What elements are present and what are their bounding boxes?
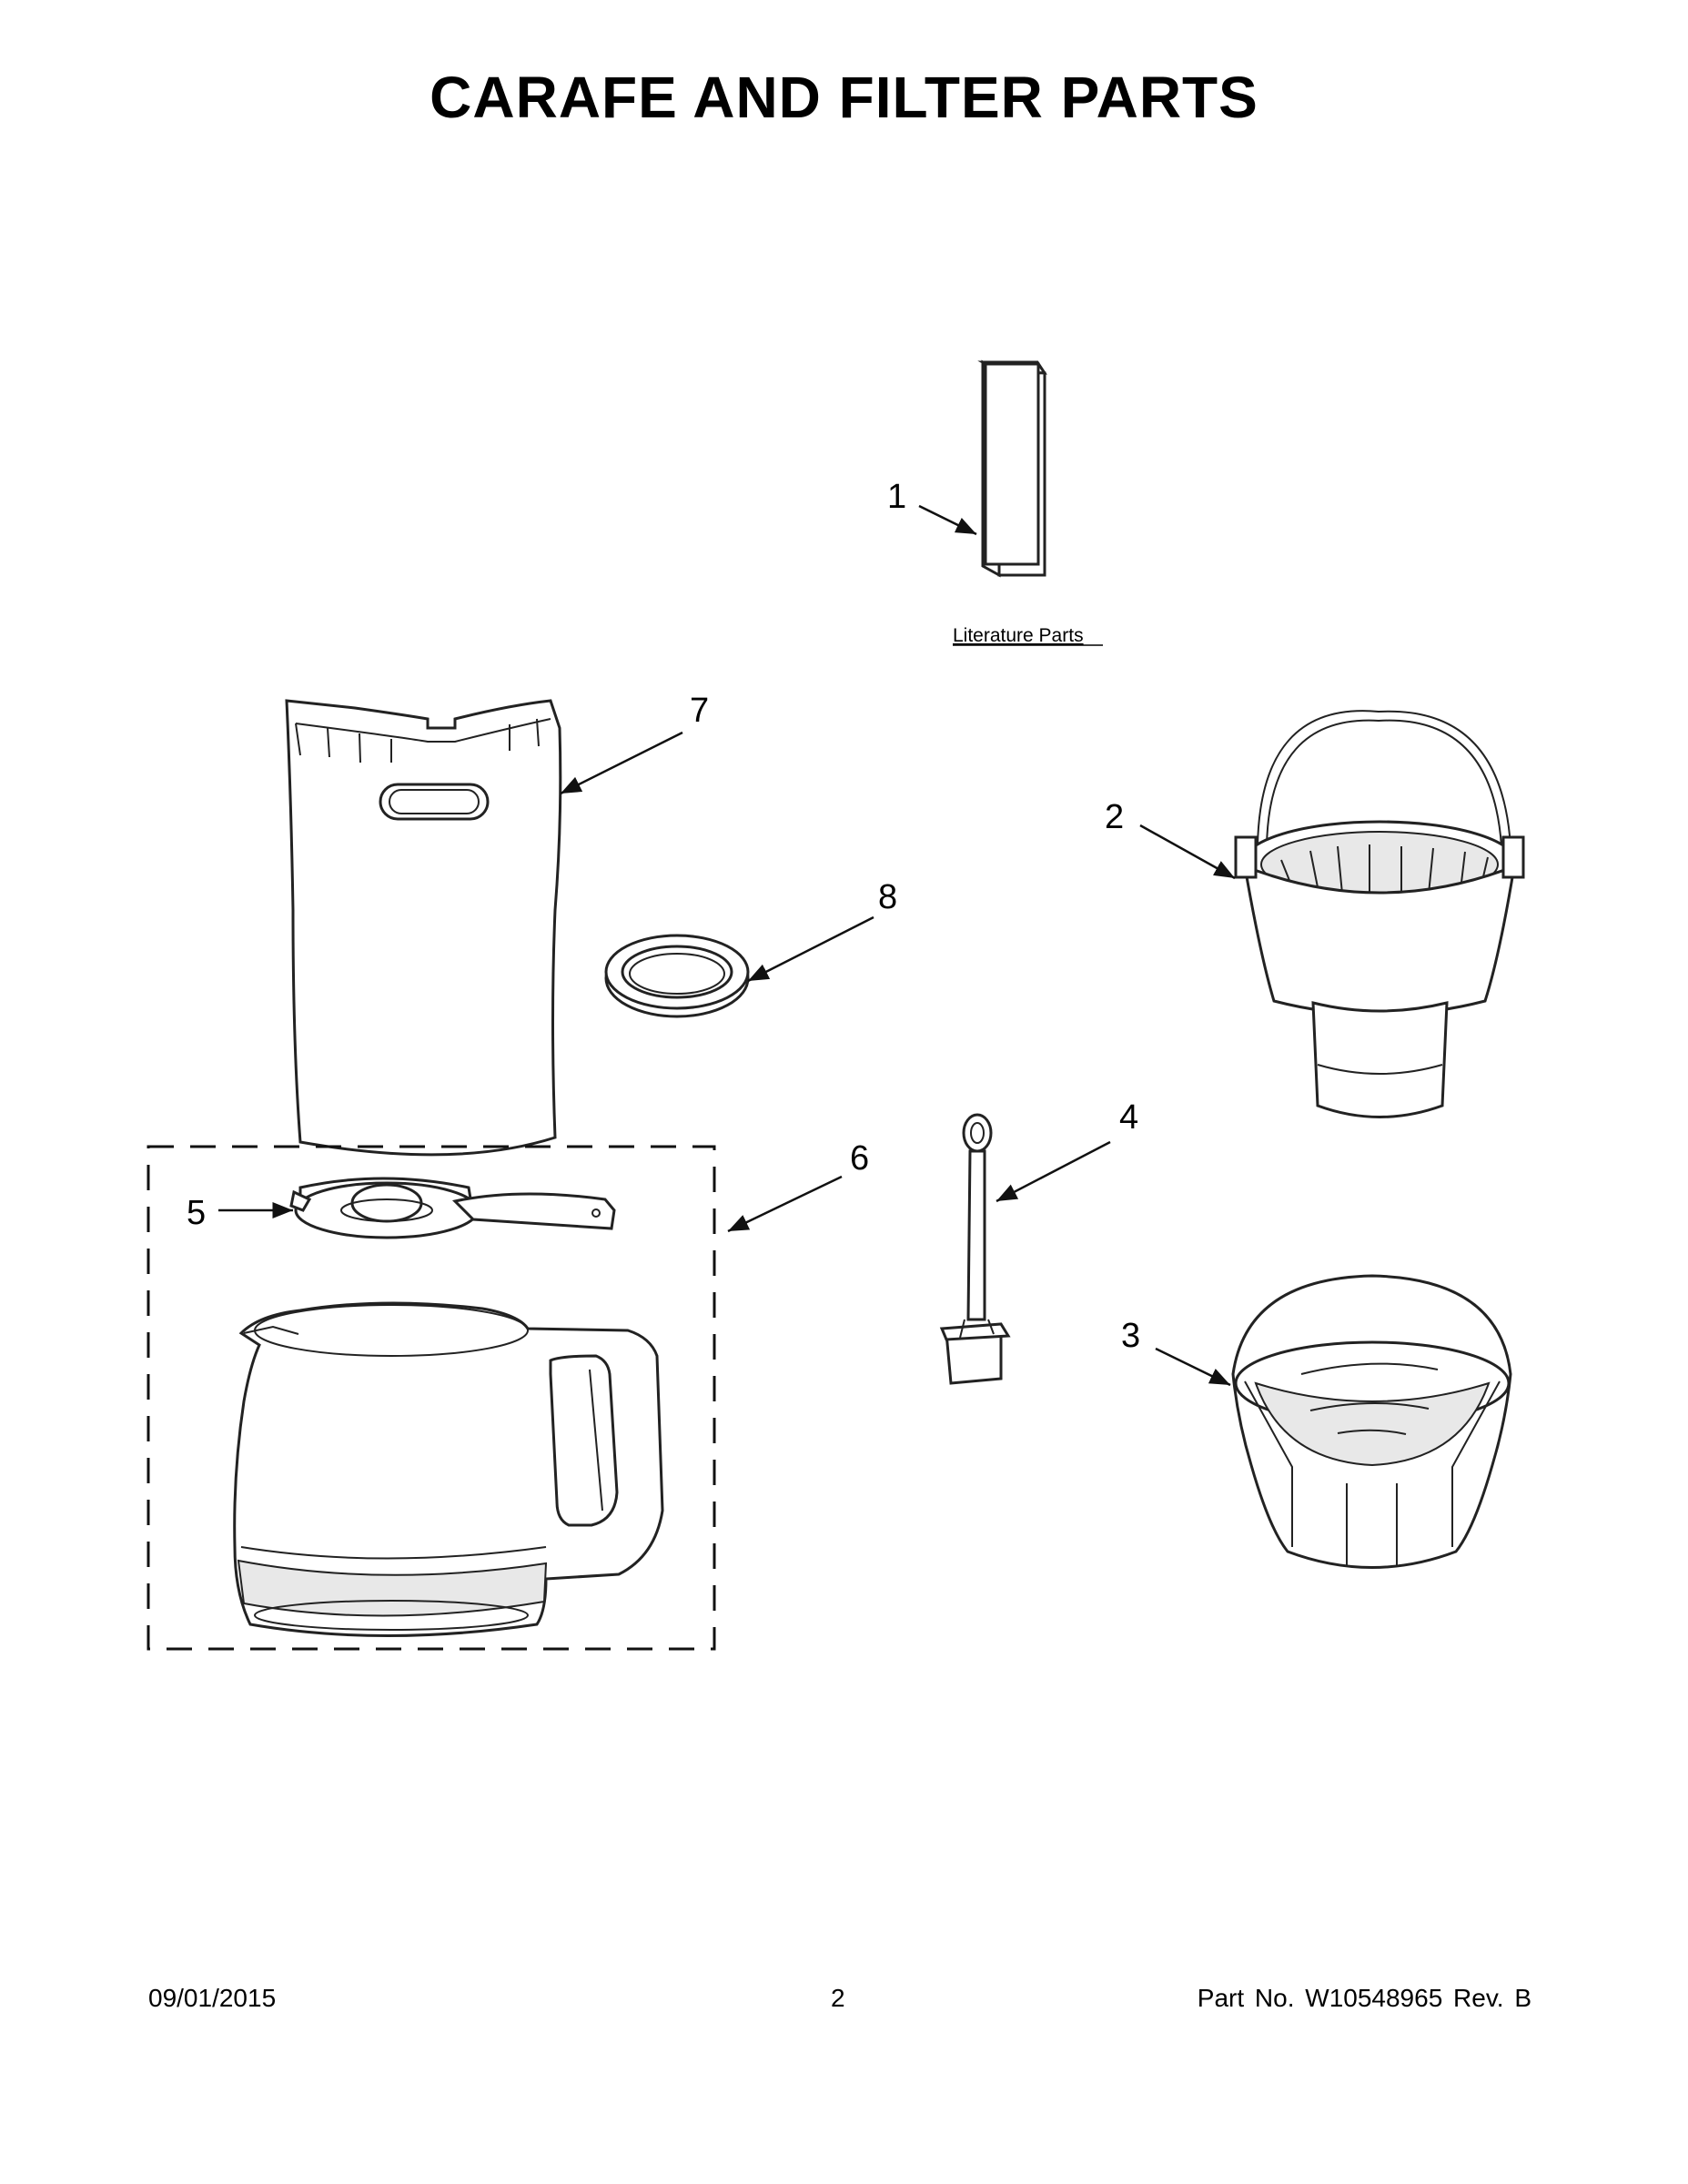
callout-4: 4 (1119, 1098, 1138, 1137)
seal-ring-icon[interactable] (604, 934, 750, 1018)
footer-date: 09/01/2015 (148, 1984, 277, 2012)
callout-8: 8 (878, 878, 897, 916)
footer-page-number: 2 (831, 1984, 845, 2012)
callout-7: 7 (690, 692, 709, 730)
carafe-assembly-box (147, 1145, 716, 1651)
callout-6: 6 (850, 1139, 869, 1178)
literature-part-icon[interactable] (977, 359, 1047, 578)
callout-2: 2 (1105, 798, 1124, 836)
filter-basket-icon[interactable] (1231, 1274, 1512, 1569)
callout-1: 1 (887, 478, 906, 516)
literature-parts-label: Literature Parts (953, 625, 1084, 646)
shower-head-tool-icon[interactable] (939, 1113, 1011, 1385)
footer-part-number: Part No. W10548965 Rev. B (1197, 1984, 1531, 2012)
carafe-icon[interactable] (233, 1301, 664, 1637)
carafe-lid-icon[interactable] (289, 1177, 616, 1239)
brew-basket-icon[interactable] (1234, 710, 1525, 1118)
page-title: CARAFE AND FILTER PARTS (430, 65, 1258, 130)
callout-5: 5 (187, 1194, 206, 1232)
carafe-sleeve-icon[interactable] (285, 699, 562, 1157)
callout-3: 3 (1121, 1317, 1140, 1355)
